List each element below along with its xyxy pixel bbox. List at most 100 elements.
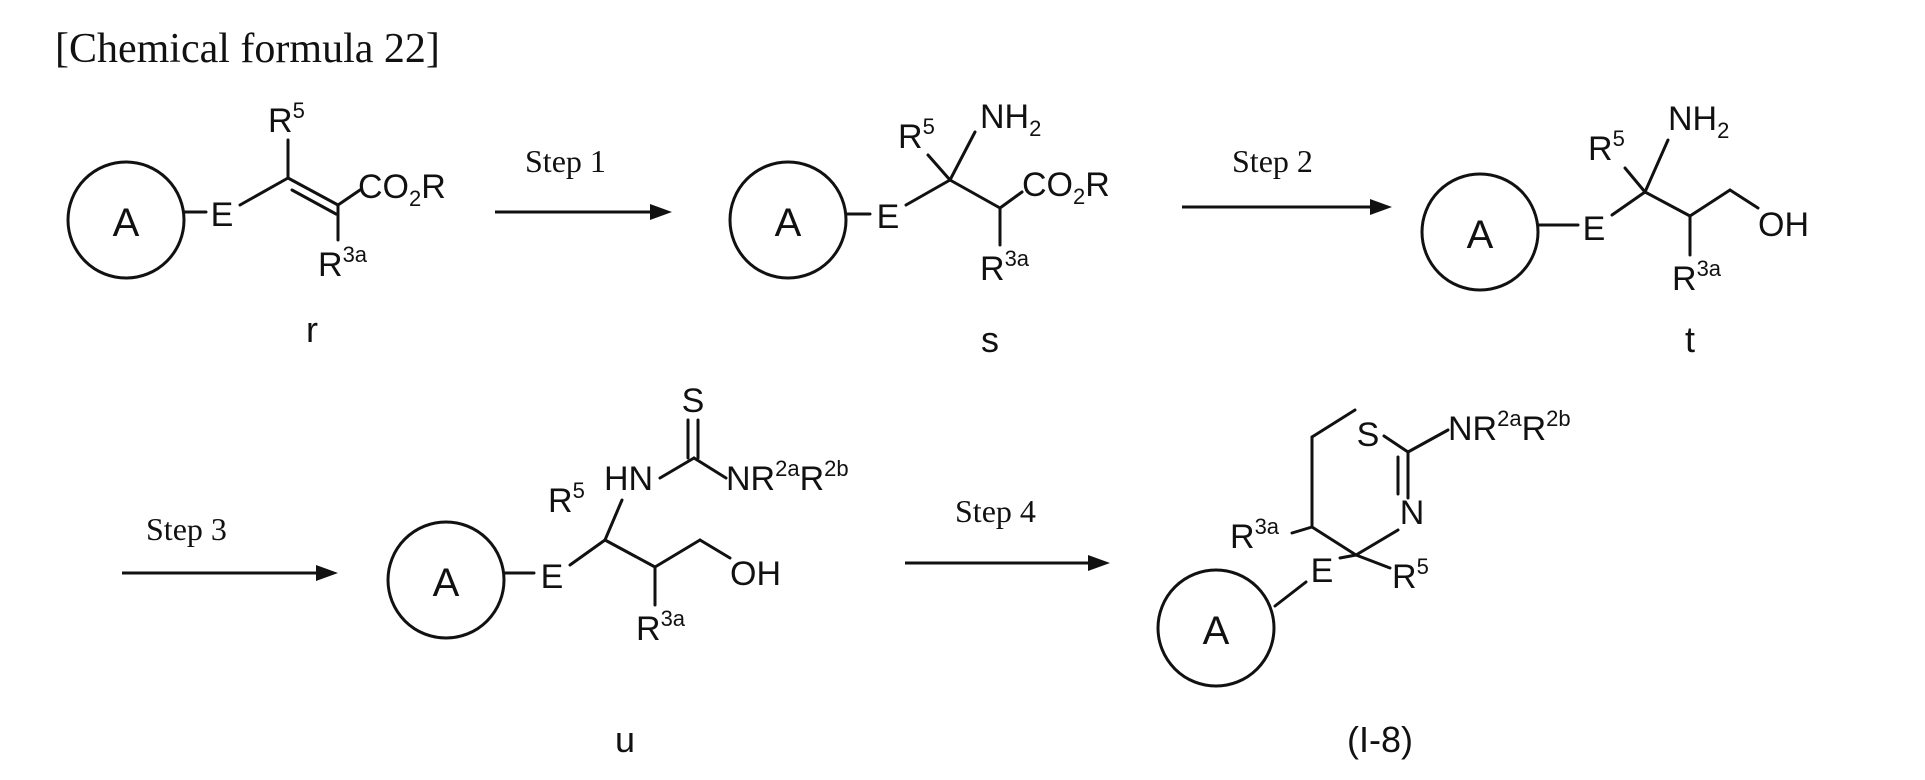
r3a-group: R3a [636, 606, 686, 648]
step-3-label: Step 3 [146, 511, 227, 547]
r5-group: R5 [548, 478, 585, 520]
r5-group: R5 [1588, 126, 1625, 168]
bond [1408, 430, 1448, 452]
r3a-group: R3a [980, 246, 1030, 288]
r-symbol: R [1522, 410, 1547, 448]
bond [700, 540, 730, 558]
ring-bond [1384, 436, 1408, 452]
compound-label-u: u [615, 719, 635, 760]
bond [950, 132, 975, 180]
compound-label-i-8: (I-8) [1347, 719, 1413, 760]
r3a-superscript: 3a [1005, 246, 1030, 271]
compound-i-8: S N NR2aR2b R3a E R5 A (I-8) [1158, 406, 1571, 760]
r3a-superscript: 3a [661, 606, 686, 631]
bond [240, 178, 288, 205]
bond [1625, 168, 1645, 192]
bond [950, 180, 1000, 208]
step-2-arrow: Step 2 [1182, 143, 1392, 215]
compound-u: A E R5 HN S NR2aR2b OH R3a u [388, 382, 849, 760]
atom-e: E [541, 558, 564, 596]
r3a-superscript: 3a [343, 242, 368, 267]
r-symbol: R [898, 118, 923, 156]
co2r-group: CO2R [358, 168, 446, 211]
bond [1356, 555, 1390, 568]
r-symbol: R [548, 482, 573, 520]
step-4-label: Step 4 [955, 493, 1036, 529]
bond [655, 540, 700, 567]
r-symbol: R [1230, 518, 1255, 556]
bond [1730, 190, 1758, 208]
bond [1292, 527, 1312, 533]
ring-s-label: S [1357, 416, 1380, 454]
bond [605, 500, 622, 540]
r2b-superscript: 2b [1546, 406, 1570, 431]
step-4-arrow: Step 4 [905, 493, 1110, 571]
arrow-head [1370, 199, 1392, 215]
r-symbol: R [1392, 558, 1417, 596]
co-label: CO [358, 168, 409, 206]
bond [928, 155, 950, 180]
bond [1645, 140, 1668, 192]
bond [570, 540, 605, 565]
co-label: CO [1022, 166, 1073, 204]
formula-heading: [Chemical formula 22] [55, 26, 440, 72]
r3a-group: R3a [1672, 256, 1722, 298]
compound-label-r: r [306, 309, 318, 350]
r5-superscript: 5 [293, 98, 305, 123]
bond [694, 458, 726, 478]
oh-group: OH [1758, 206, 1809, 244]
ring-a-label: A [113, 201, 140, 245]
co2-subscript: 2 [1073, 184, 1085, 209]
ring-a-label: A [433, 561, 460, 605]
r2b-superscript: 2b [824, 456, 848, 481]
bond [1612, 192, 1645, 215]
nh-label: NH [980, 98, 1029, 136]
nr2a-r2b-group: NR2aR2b [1448, 406, 1571, 448]
compound-label-s: s [981, 319, 999, 360]
nh2-group: NH2 [980, 98, 1041, 141]
arrow-head [316, 565, 338, 581]
compound-t: A E R5 NH2 OH R3a t [1422, 100, 1809, 360]
r-symbol: R [1588, 130, 1613, 168]
r5-group: R5 [898, 114, 935, 156]
compound-label-t: t [1685, 319, 1695, 360]
r-symbol: R [318, 246, 343, 284]
atom-e: E [211, 196, 234, 234]
ring-bond [1356, 530, 1398, 555]
r-symbol: R [1085, 166, 1110, 204]
r5-group: R5 [268, 98, 305, 140]
r5-group: R5 [1392, 554, 1429, 596]
atom-e: E [1583, 210, 1606, 248]
thione-s-label: S [682, 382, 705, 420]
bond [1690, 190, 1730, 216]
nh2-subscript: 2 [1029, 116, 1041, 141]
r2a-superscript: 2a [775, 456, 800, 481]
compound-r: A E R5 CO2R R3a r [68, 98, 446, 350]
r3a-superscript: 3a [1697, 256, 1722, 281]
r3a-group: R3a [1230, 514, 1280, 556]
r3a-group: R3a [318, 242, 368, 284]
arrow-head [1088, 555, 1110, 571]
ring-bond [1312, 410, 1355, 437]
r5-superscript: 5 [1417, 554, 1429, 579]
r5-superscript: 5 [923, 114, 935, 139]
r3a-superscript: 3a [1255, 514, 1280, 539]
oh-group: OH [730, 555, 781, 593]
compound-s: A E R5 NH2 CO2R R3a s [730, 98, 1110, 360]
r-symbol: R [800, 460, 825, 498]
r-symbol: R [268, 102, 293, 140]
bond [605, 540, 655, 567]
bond [1000, 192, 1022, 208]
ring-a-label: A [1467, 213, 1494, 257]
bond [660, 458, 694, 478]
atom-e: E [1311, 552, 1334, 590]
step-1-arrow: Step 1 [495, 143, 672, 220]
hn-label: HN [604, 460, 653, 498]
bond [906, 180, 950, 205]
step-1-label: Step 1 [525, 143, 606, 179]
nh-label: NH [1668, 100, 1717, 138]
r5-superscript: 5 [1613, 126, 1625, 151]
r2a-superscript: 2a [1497, 406, 1522, 431]
r-symbol: R [1672, 260, 1697, 298]
r5-superscript: 5 [573, 478, 585, 503]
